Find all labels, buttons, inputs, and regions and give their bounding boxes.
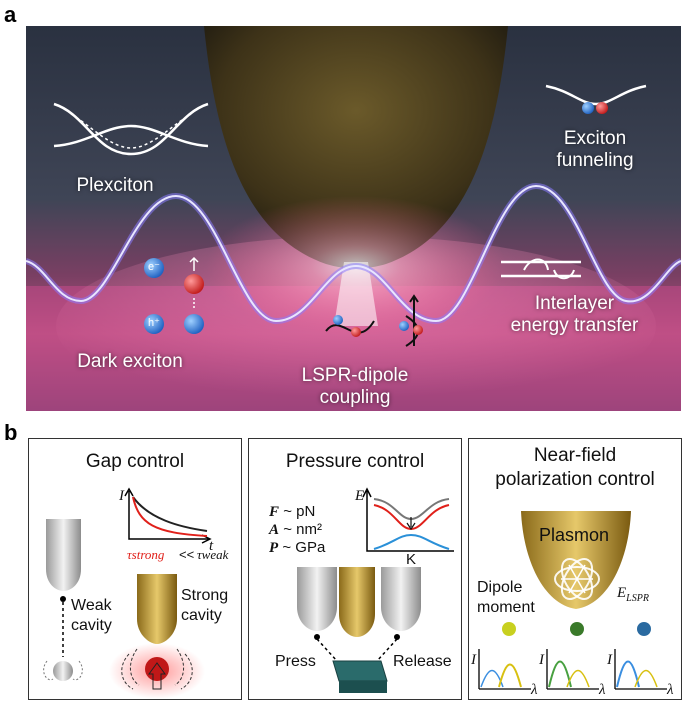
weak-cavity-label-2: cavity [71,617,112,634]
polarization-title-2: polarization control [495,469,655,490]
gap-control-panel: Gap control I t τstrong [28,438,242,700]
area-value: ~ nm² [283,521,322,538]
energy-axis-label: E [355,488,365,504]
pol-axis-lambda-2: λ [599,682,606,698]
gap-axis-i: I [119,488,124,504]
pol-axis-i-3: I [607,652,612,668]
pressure-control-panel: Pressure control F ~ pN A ~ nm² P [248,438,462,700]
panel-b-letter: b [4,420,18,445]
e-lspr-symbol: E [617,585,627,601]
panel-a-illustration [26,26,681,411]
e-lspr-label: ELSPR [617,585,649,604]
tau-weak-label: τweak [197,547,229,562]
pol-axis-i-2: I [539,652,544,668]
gap-control-illustration [43,487,212,699]
area-symbol: A [269,522,280,538]
dipole-moment-label-2: moment [477,599,535,616]
pressure-value: ~ GPa [282,539,326,556]
electron-label: e⁻ [148,261,160,273]
force-label: F ~ pN [269,503,315,521]
plexciton-label: Plexciton [76,175,154,196]
exciton-funneling-label-1: Exciton [563,128,627,149]
spectrum-1 [478,649,531,690]
spectrum-2 [546,649,599,690]
press-label: Press [275,653,316,670]
pressure-label: P ~ GPa [269,539,325,557]
polarization-title-1: Near-field [533,445,617,466]
gap-control-title: Gap control [85,451,185,472]
strong-cavity-label-2: cavity [181,607,222,624]
dipole-moment-label-1: Dipole [477,579,523,596]
tau-relation-label: << [179,547,195,562]
interlayer-label-1: Interlayer [534,293,615,314]
spectrum-3 [614,649,667,690]
force-value: ~ pN [283,503,316,520]
area-label: A ~ nm² [269,521,322,539]
weak-cavity-label-1: Weak [71,597,112,614]
pressure-control-title: Pressure control [285,451,425,472]
lspr-label-1: LSPR-dipole [301,365,409,386]
panel-a-letter: a [4,2,17,27]
crystal-lattice [332,660,388,693]
polarization-control-panel: Near-field polarization control [468,438,682,700]
exciton-funneling-label-2: funneling [556,150,634,171]
k-axis-label: K [406,551,417,568]
pressure-control-illustration [297,487,454,693]
tau-strong-label: τstrong [127,547,165,562]
pol-axis-lambda-1: λ [531,682,538,698]
force-symbol: F [269,504,280,520]
pol-axis-i-1: I [471,652,476,668]
release-label: Release [393,653,452,670]
plasmon-label: Plasmon [539,525,610,545]
lspr-label-2: coupling [319,387,391,408]
polarization-illustration [478,511,667,690]
pressure-symbol: P [269,540,279,556]
dark-exciton-label: Dark exciton [77,351,183,372]
gap-axis-t: t [209,538,214,554]
pol-axis-lambda-3: λ [667,682,674,698]
interlayer-label-2: energy transfer [510,315,639,336]
hole-label: h⁺ [148,317,160,329]
e-lspr-subscript: LSPR [626,593,649,604]
strong-cavity-label-1: Strong [181,587,229,604]
